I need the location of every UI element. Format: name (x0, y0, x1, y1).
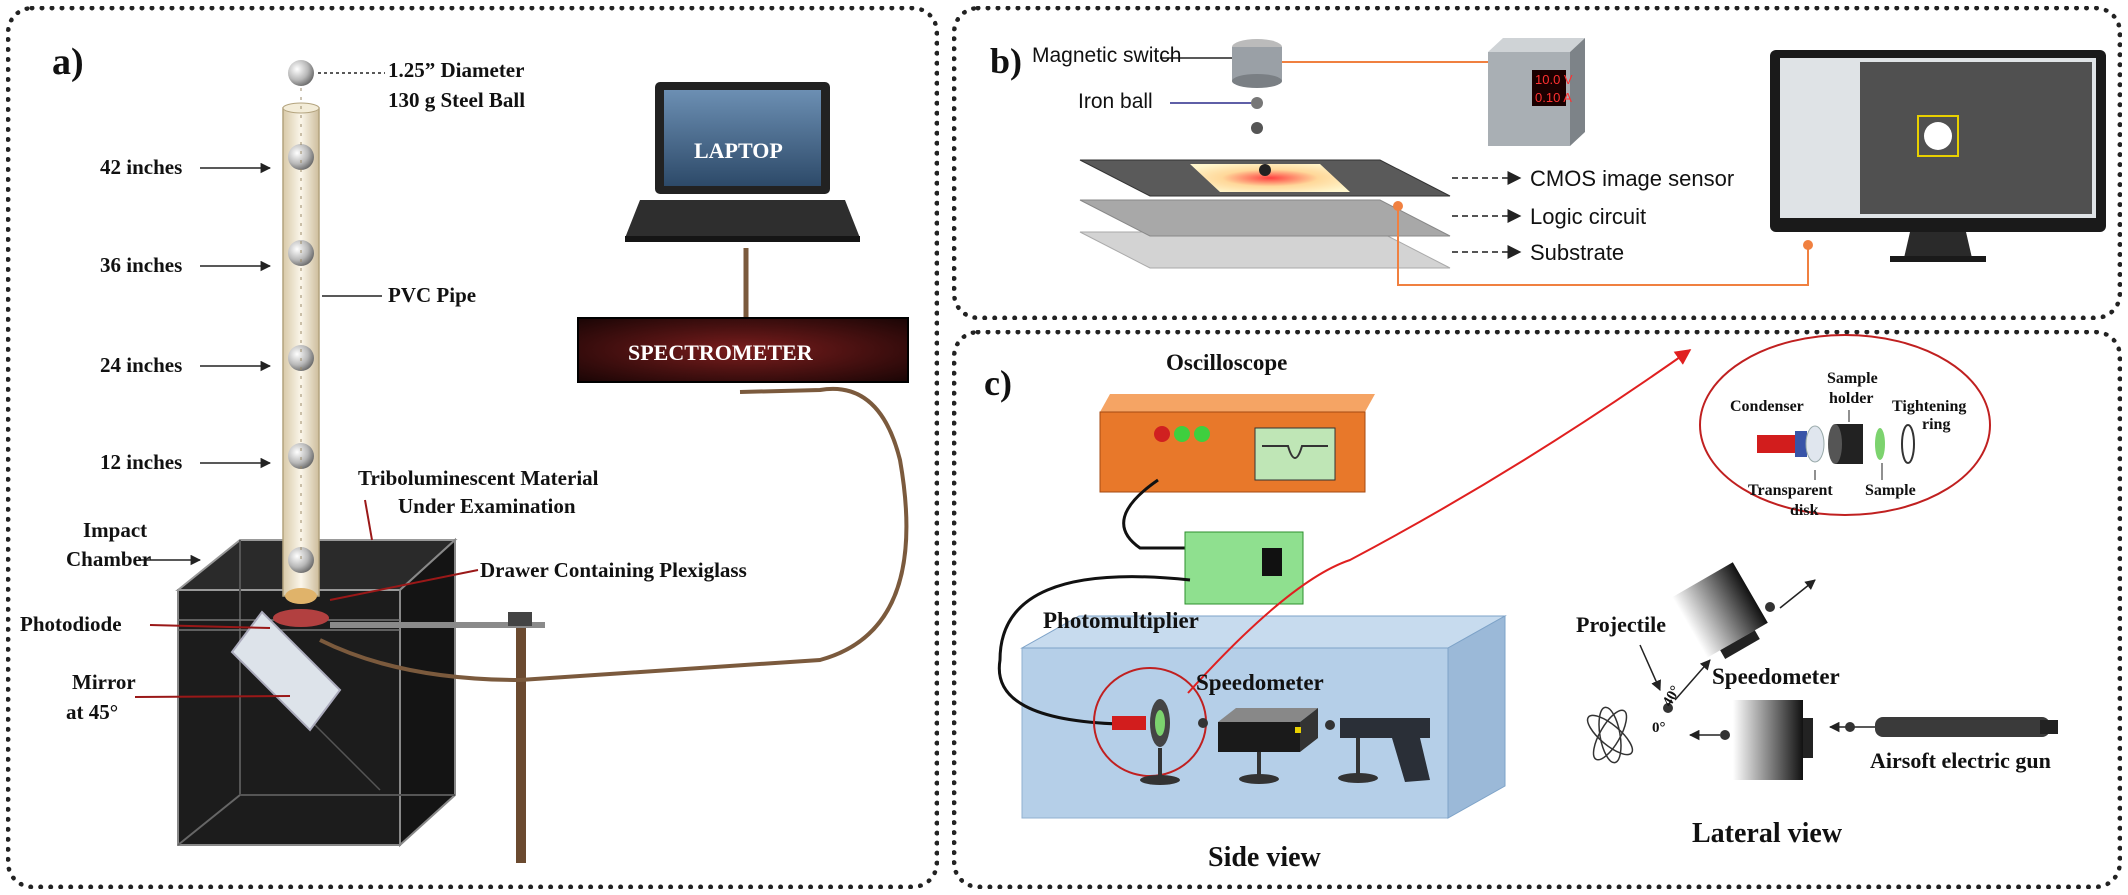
side-view-label: Side view (1208, 842, 1321, 873)
height-label-12: 12 inches (100, 450, 183, 474)
speedometer-device-lateral (1733, 700, 1813, 780)
photomultiplier-box (1184, 531, 1304, 605)
mirror-label-line2: at 45° (66, 700, 119, 724)
panel-a (6, 6, 939, 889)
power-supply (1488, 38, 1585, 146)
photodiode (273, 609, 329, 627)
airsoft-gun-label: Airsoft electric gun (1870, 748, 2051, 773)
panel-a-tag: a) (52, 41, 84, 83)
sample-holder-label-line1: Sample (1827, 370, 1878, 387)
oscilloscope-label: Oscilloscope (1166, 350, 1288, 375)
monitor (1770, 50, 2106, 262)
drawer-label: Drawer Containing Plexiglass (480, 558, 747, 582)
height-label-36: 36 inches (100, 253, 183, 277)
fiber-cable (319, 386, 909, 683)
magnetic-switch-label: Magnetic switch (1032, 44, 1182, 67)
oscilloscope (1099, 394, 1375, 493)
steel-ball (288, 60, 314, 86)
mirror-label-line1: Mirror (72, 670, 136, 694)
sample-label: Sample (1865, 482, 1916, 499)
panel-c (952, 330, 2122, 889)
condenser-label: Condenser (1730, 398, 1804, 415)
speedometer-lateral-label: Speedometer (1712, 664, 1840, 689)
spectrometer-label: SPECTROMETER (628, 340, 813, 365)
ball-label-line1: 1.25” Diameter (388, 58, 525, 82)
sample-holder-label-line2: holder (1829, 390, 1874, 407)
pvc-pipe-label: PVC Pipe (388, 283, 477, 307)
photodiode-label: Photodiode (20, 612, 122, 636)
impact-chamber-label-line2: Chamber (66, 547, 152, 571)
height-label-24: 24 inches (100, 353, 183, 377)
airsoft-gun (1875, 717, 2058, 737)
tightening-ring-label-line2: ring (1922, 416, 1951, 433)
laptop-label: LAPTOP (694, 138, 783, 163)
tribo-label-line2: Under Examination (398, 494, 576, 518)
logic-circuit-label: Logic circuit (1530, 204, 1647, 229)
speedometer-device-side (1218, 708, 1318, 784)
speedometer-side-label: Speedometer (1196, 670, 1324, 695)
transparent-disk-label-line2: disk (1790, 502, 1819, 519)
tribo-label-line1: Triboluminescent Material (358, 466, 599, 490)
stand-rod (516, 618, 526, 863)
magnetic-switch-device (1232, 39, 1282, 88)
panel-b (952, 6, 2122, 320)
angle-0-label: 0° (1652, 720, 1666, 736)
laptop (625, 82, 860, 242)
tightening-ring-label-line1: Tightening (1892, 398, 1967, 415)
transparent-disk-label-line1: Transparent (1748, 482, 1833, 499)
psu-voltage: 10.0 V (1535, 72, 1573, 87)
impact-chamber-label-line1: Impact (83, 518, 148, 542)
target-sample-lateral (1586, 706, 1634, 764)
cmos-label: CMOS image sensor (1530, 166, 1735, 191)
panel-c-tag: c) (984, 363, 1012, 403)
speedometer-device-angled (1672, 562, 1768, 659)
projectile-label: Projectile (1576, 612, 1666, 637)
ball-label-line2: 130 g Steel Ball (388, 88, 526, 112)
psu-current: 0.10 A (1535, 90, 1572, 105)
spectrometer (577, 317, 909, 383)
pistol (1338, 718, 1430, 783)
substrate-label: Substrate (1530, 240, 1625, 265)
panel-b-tag: b) (990, 41, 1023, 81)
mirror (230, 610, 342, 732)
height-label-42: 42 inches (100, 155, 183, 179)
lateral-view-label: Lateral view (1692, 818, 1843, 849)
photomultiplier-label: Photomultiplier (1043, 608, 1199, 633)
iron-ball-label: Iron ball (1078, 90, 1153, 113)
